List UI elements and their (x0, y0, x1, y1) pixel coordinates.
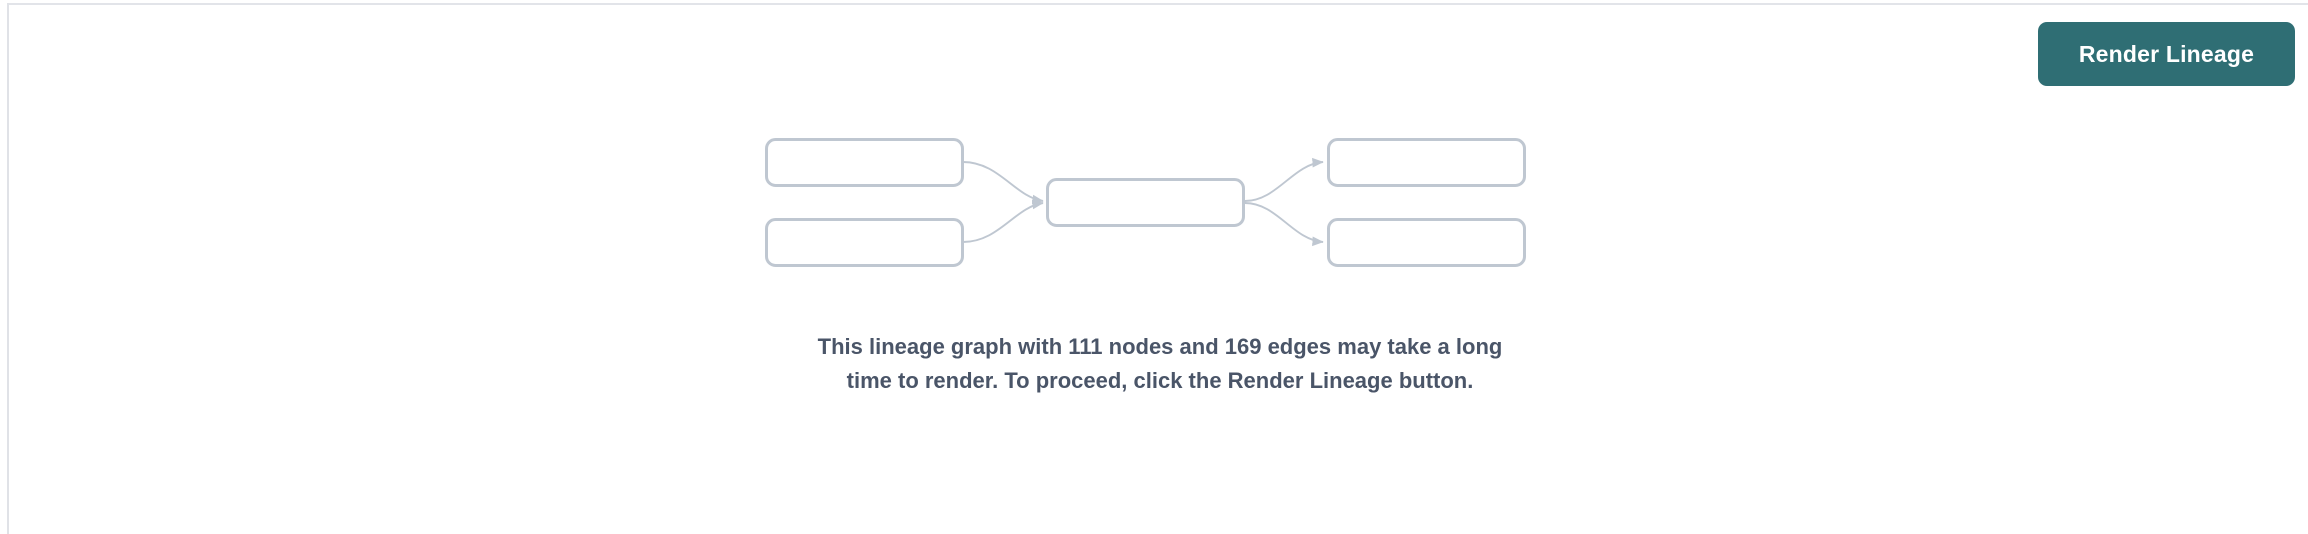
edge-center-to-right-top (1244, 157, 1324, 202)
graph-edges (962, 157, 1324, 247)
graph-node-right-bottom (1327, 218, 1526, 267)
graph-nodes (765, 138, 1526, 267)
render-lineage-button[interactable]: Render Lineage (2038, 22, 2295, 86)
graph-node-center (1046, 178, 1245, 227)
edge-left-bottom-to-center (962, 199, 1044, 243)
edge-left-top-to-center (962, 161, 1044, 205)
panel-top-divider (8, 3, 2308, 5)
graph-node-left-bottom (765, 218, 964, 267)
lineage-empty-message: This lineage graph with 111 nodes and 16… (817, 334, 1503, 394)
graph-node-left-top (765, 138, 964, 187)
lineage-graph-placeholder-illustration (765, 138, 1526, 267)
graph-node-right-top (1327, 138, 1526, 187)
panel-left-divider (7, 3, 9, 534)
edge-center-to-right-bottom (1244, 202, 1324, 247)
